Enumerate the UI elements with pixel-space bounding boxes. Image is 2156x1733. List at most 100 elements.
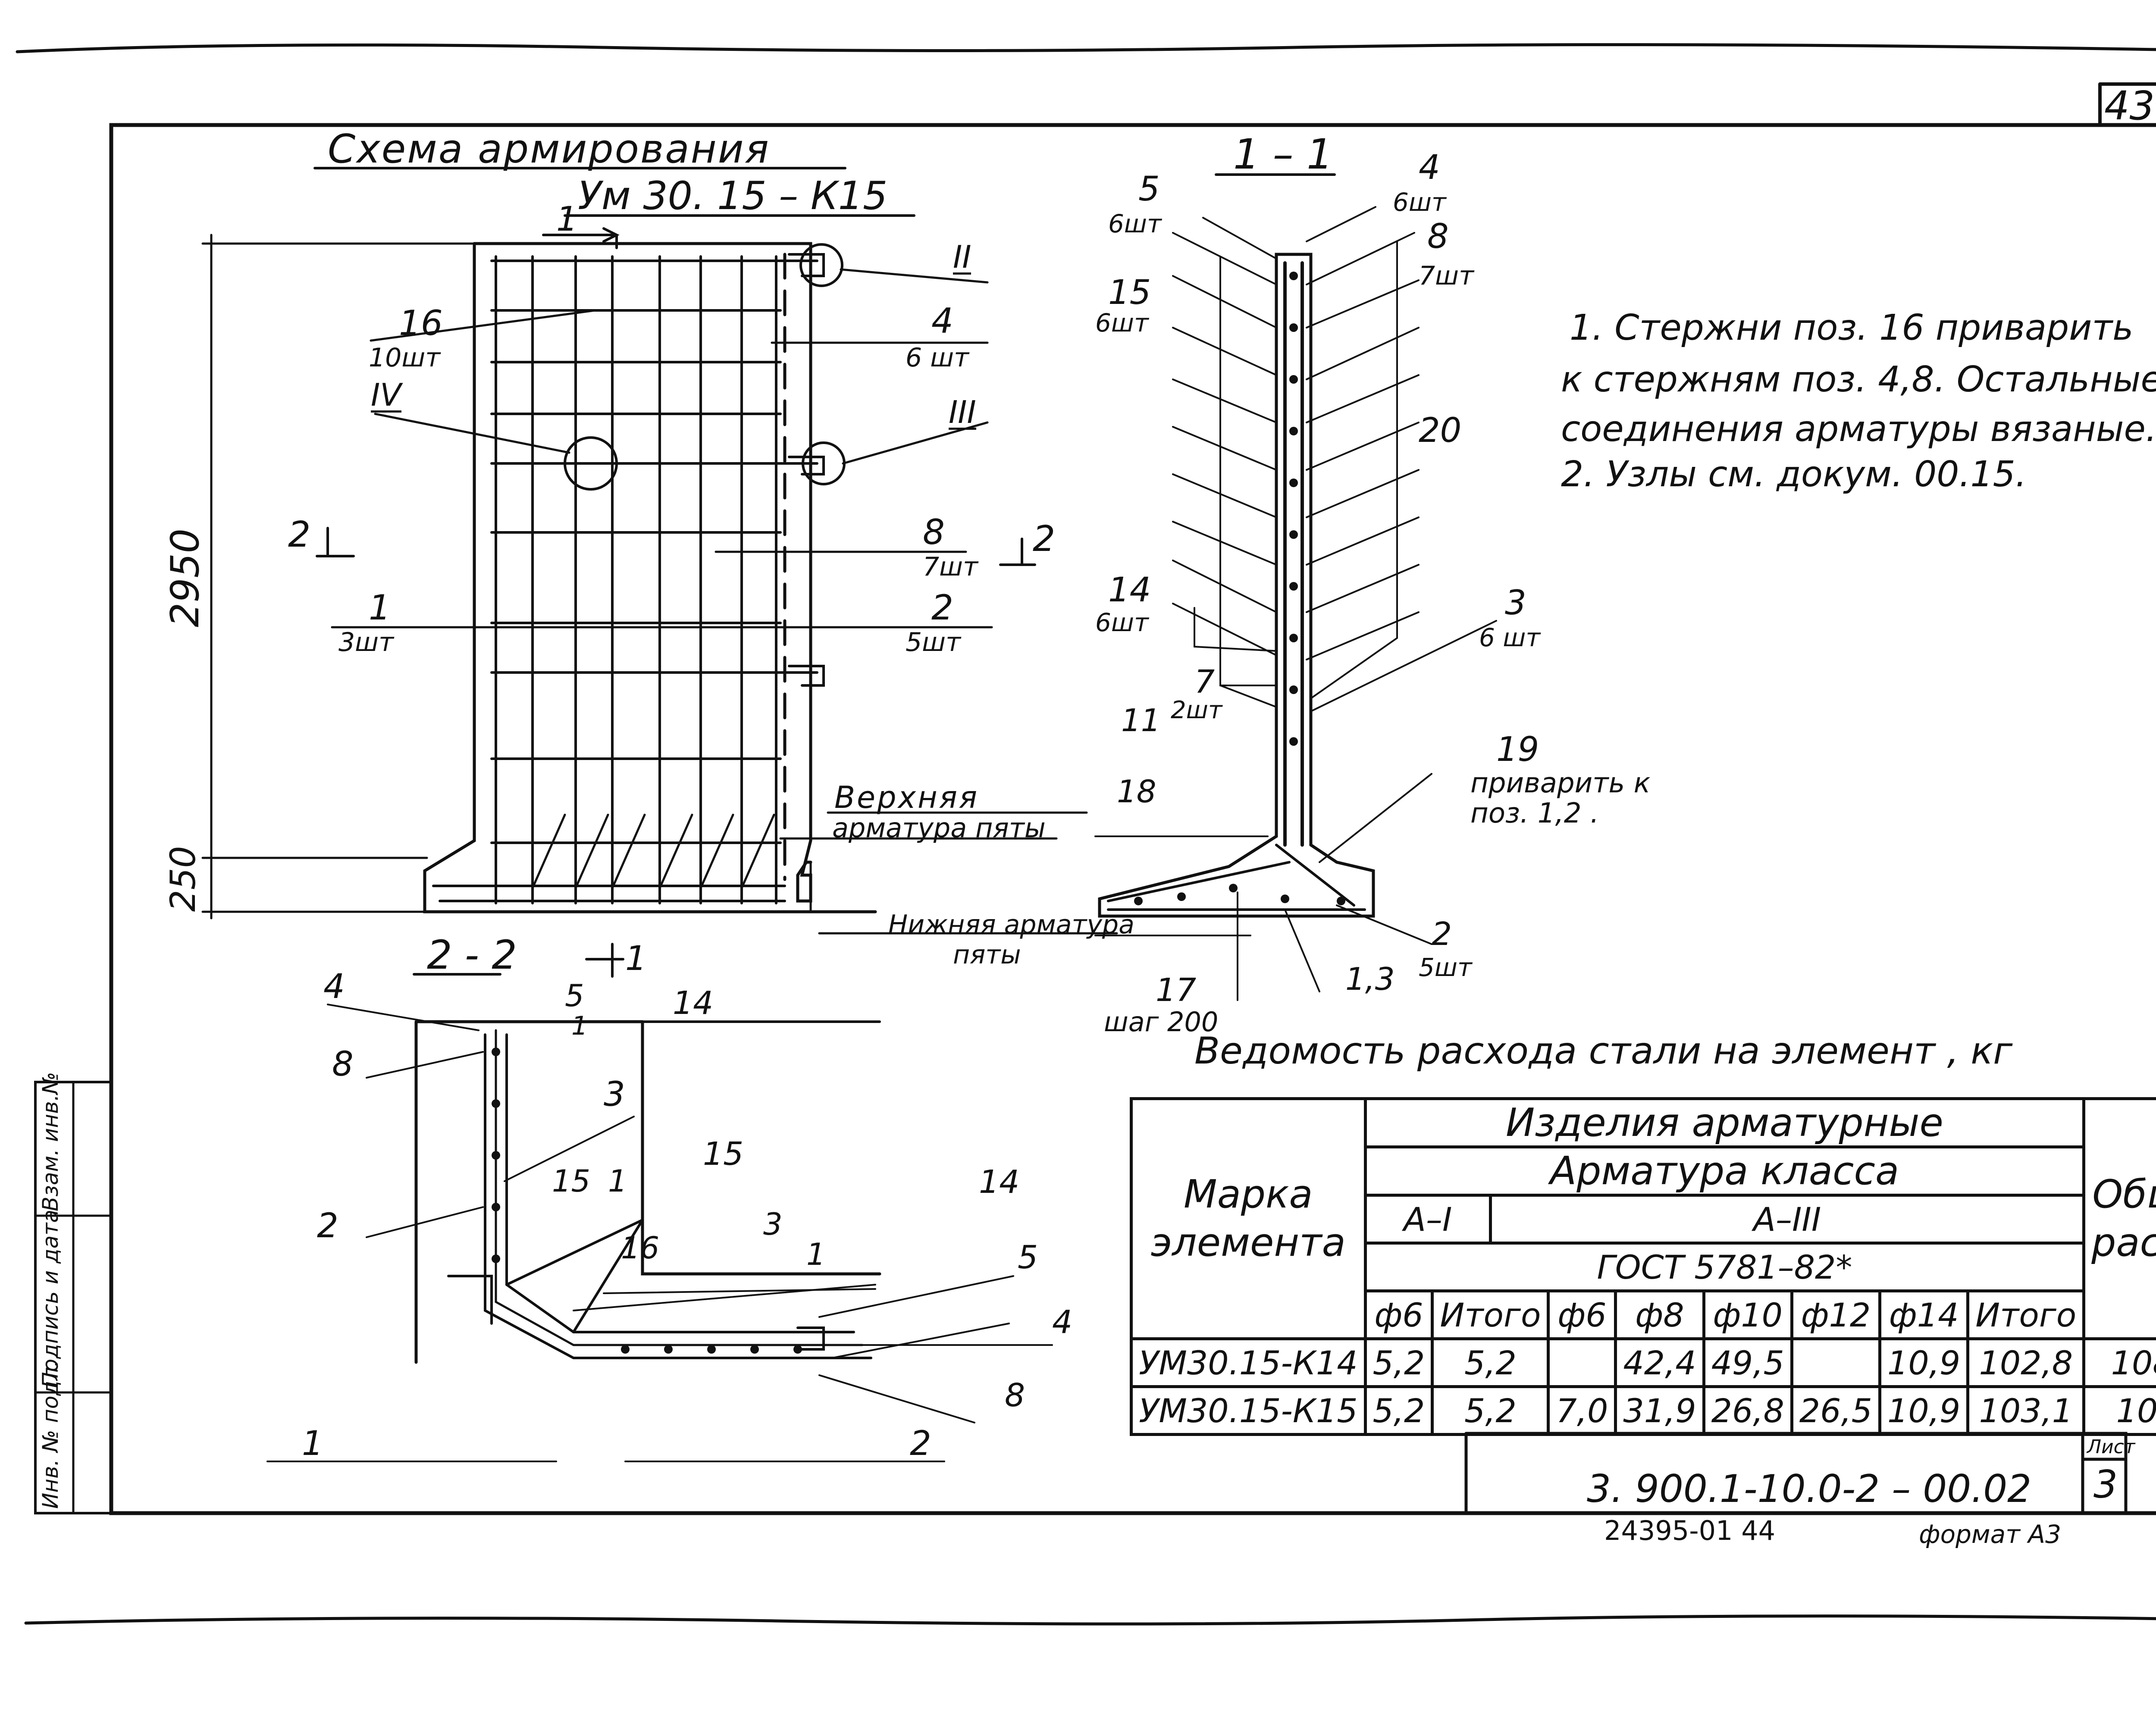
s11-pos-3-qty: 6 шт bbox=[1479, 623, 1541, 652]
header-total: Общий расход bbox=[2082, 1097, 2156, 1340]
header-class: Арматура класса bbox=[1363, 1145, 2086, 1197]
s11-pos-15-qty: 6шт bbox=[1095, 308, 1149, 338]
node-ii-label: II bbox=[953, 239, 971, 275]
drawing-frame bbox=[109, 123, 2156, 1515]
s11-pos-8: 8 bbox=[1427, 217, 1449, 256]
s11-pos-7-qty: 2шт bbox=[1171, 696, 1222, 724]
stamp-sheet-number: 3 bbox=[2093, 1462, 2118, 1507]
page-number-box bbox=[2098, 82, 2156, 127]
pos-16-label: 16 bbox=[399, 303, 443, 343]
upper-heel-label-1: Верхняя bbox=[834, 780, 979, 815]
s11-pos-5-qty: 6шт bbox=[1108, 209, 1162, 238]
header-a3: А–III bbox=[1489, 1194, 2086, 1245]
pos-4-label: 4 bbox=[931, 301, 953, 341]
footer-code: 24395-01 44 bbox=[1604, 1515, 1776, 1546]
note-line-2: к стержням поз. 4,8. Остальные bbox=[1561, 359, 2156, 400]
s11-pos-5: 5 bbox=[1138, 170, 1160, 209]
node-iii-label: III bbox=[949, 394, 976, 430]
s22-pos-2-bottom: 2 bbox=[910, 1424, 931, 1463]
s22-pos-14b: 14 bbox=[979, 1164, 1020, 1201]
s22-pos-4: 4 bbox=[323, 967, 345, 1006]
s11-pos-15: 15 bbox=[1108, 273, 1151, 312]
pos-1-label: 1 bbox=[369, 588, 391, 628]
s11-pos-14-qty: 6шт bbox=[1095, 608, 1149, 637]
s11-pos-4-qty: 6шт bbox=[1393, 188, 1446, 217]
stamp-sheet-label: Лист bbox=[2087, 1436, 2135, 1458]
pos-16-qty: 10шт bbox=[369, 343, 441, 373]
pos-2-label: 2 bbox=[931, 588, 953, 628]
s22-pos-3: 3 bbox=[604, 1075, 625, 1114]
s11-pos-3: 3 bbox=[1505, 584, 1526, 623]
s22-pos-16: 16 bbox=[621, 1230, 660, 1266]
s22-pos-1-top: 1 bbox=[571, 1011, 588, 1041]
s11-pos-4: 4 bbox=[1419, 148, 1440, 187]
side-signature-date: Подпись и дата bbox=[38, 1209, 63, 1388]
s11-pos-11: 11 bbox=[1121, 702, 1161, 738]
s22-pos-5: 5 bbox=[565, 978, 584, 1014]
format-label: формат А3 bbox=[1919, 1520, 2061, 1549]
s11-weld-note-2: поз. 1,2 . bbox=[1470, 798, 1599, 829]
s11-step: шаг 200 bbox=[1104, 1006, 1219, 1038]
table-row: УМ30.15-К14 5,2 5,2 42,4 49,5 10,9 102,8… bbox=[1130, 1337, 2156, 1388]
s11-pos-20: 20 bbox=[1419, 411, 1462, 450]
header-a1: А–I bbox=[1363, 1194, 1492, 1245]
s11-pos-1-3: 1,3 bbox=[1345, 961, 1395, 997]
dimension-2950: 2950 bbox=[163, 528, 208, 627]
s22-pos-4b: 4 bbox=[1052, 1304, 1073, 1341]
s22-pos-1a: 1 bbox=[608, 1164, 627, 1199]
section-1-1-view bbox=[1094, 173, 1497, 1001]
steel-table-title: Ведомость расхода стали на элемент , кг bbox=[1194, 1029, 2013, 1073]
pos-2-qty: 5шт bbox=[906, 627, 961, 657]
s22-pos-15: 15 bbox=[703, 1136, 744, 1173]
cut-marker-2-right: 2 bbox=[1033, 519, 1056, 560]
s22-pos-1b: 1 bbox=[806, 1237, 826, 1272]
s11-pos-19: 19 bbox=[1496, 730, 1539, 769]
s22-pos-3b: 3 bbox=[763, 1207, 783, 1242]
bottom-scan-line bbox=[24, 1614, 2156, 1626]
s22-pos-1-bottom: 1 bbox=[302, 1424, 323, 1463]
pos-4-qty: 6 шт bbox=[906, 343, 969, 373]
s22-pos-8b: 8 bbox=[1005, 1377, 1025, 1414]
drawing-title: Схема армирования bbox=[328, 126, 770, 172]
drawing-subtitle: Ум 30. 15 – К15 bbox=[578, 173, 888, 219]
s22-pos-8: 8 bbox=[332, 1045, 354, 1084]
upper-heel-label-2: арматура пяты bbox=[832, 812, 1046, 844]
lower-heel-label-1: Нижняя арматура bbox=[888, 910, 1134, 940]
note-line-4: 2. Узлы см. докум. 00.15. bbox=[1561, 454, 2027, 495]
s11-pos-2: 2 bbox=[1432, 916, 1452, 953]
top-scan-line bbox=[16, 43, 2156, 53]
side-replace-inv: Взам. инв.№ bbox=[38, 1072, 63, 1211]
s22-pos-14: 14 bbox=[673, 985, 714, 1022]
cut-marker-1-bottom: 1 bbox=[625, 939, 647, 978]
header-mark: Марка элемента bbox=[1130, 1097, 1367, 1340]
dimension-250: 250 bbox=[163, 846, 203, 912]
page-number: 43 bbox=[2104, 83, 2155, 129]
elevation-view bbox=[201, 167, 1118, 935]
s22-pos-2-left: 2 bbox=[317, 1207, 338, 1245]
s11-pos-2-qty: 5шт bbox=[1419, 953, 1472, 982]
s11-pos-18: 18 bbox=[1117, 773, 1156, 810]
s11-pos-14: 14 bbox=[1108, 571, 1151, 610]
s22-pos-5b: 5 bbox=[1018, 1239, 1038, 1276]
section-2-2-view bbox=[266, 943, 1053, 1462]
header-products: Изделия арматурные bbox=[1363, 1097, 2086, 1148]
note-line-3: соединения арматуры вязаные. bbox=[1561, 409, 2156, 450]
pos-8-label: 8 bbox=[923, 512, 945, 552]
pos-8-qty: 7шт bbox=[923, 552, 978, 582]
document-code: 3. 900.1-10.0-2 – 00.02 bbox=[1587, 1467, 2032, 1511]
s22-pos-15a: 15 bbox=[552, 1164, 591, 1199]
section-1-1-title: 1 – 1 bbox=[1233, 130, 1333, 178]
table-row: УМ30.15-К15 5,2 5,2 7,0 31,9 26,8 26,5 1… bbox=[1130, 1385, 2156, 1436]
s11-pos-17: 17 bbox=[1156, 972, 1197, 1009]
section-2-2-title: 2 - 2 bbox=[427, 932, 517, 978]
steel-consumption-table: Марка элемента Изделия арматурные Общий … bbox=[1130, 1097, 2156, 1436]
table-subheader-row: ф6 Итого ф6 ф8 ф10 ф12 ф14 Итого bbox=[1131, 1289, 2156, 1340]
s11-weld-note-1: приварить к bbox=[1470, 767, 1651, 799]
node-iv-label: IV bbox=[371, 377, 401, 413]
cut-marker-2-left: 2 bbox=[288, 514, 311, 555]
lower-heel-label-2: пяты bbox=[953, 940, 1021, 970]
header-gost: ГОСТ 5781–82* bbox=[1363, 1242, 2086, 1292]
note-line-1: 1. Стержни поз. 16 приварить bbox=[1570, 307, 2134, 348]
s11-pos-7: 7 bbox=[1194, 663, 1215, 701]
